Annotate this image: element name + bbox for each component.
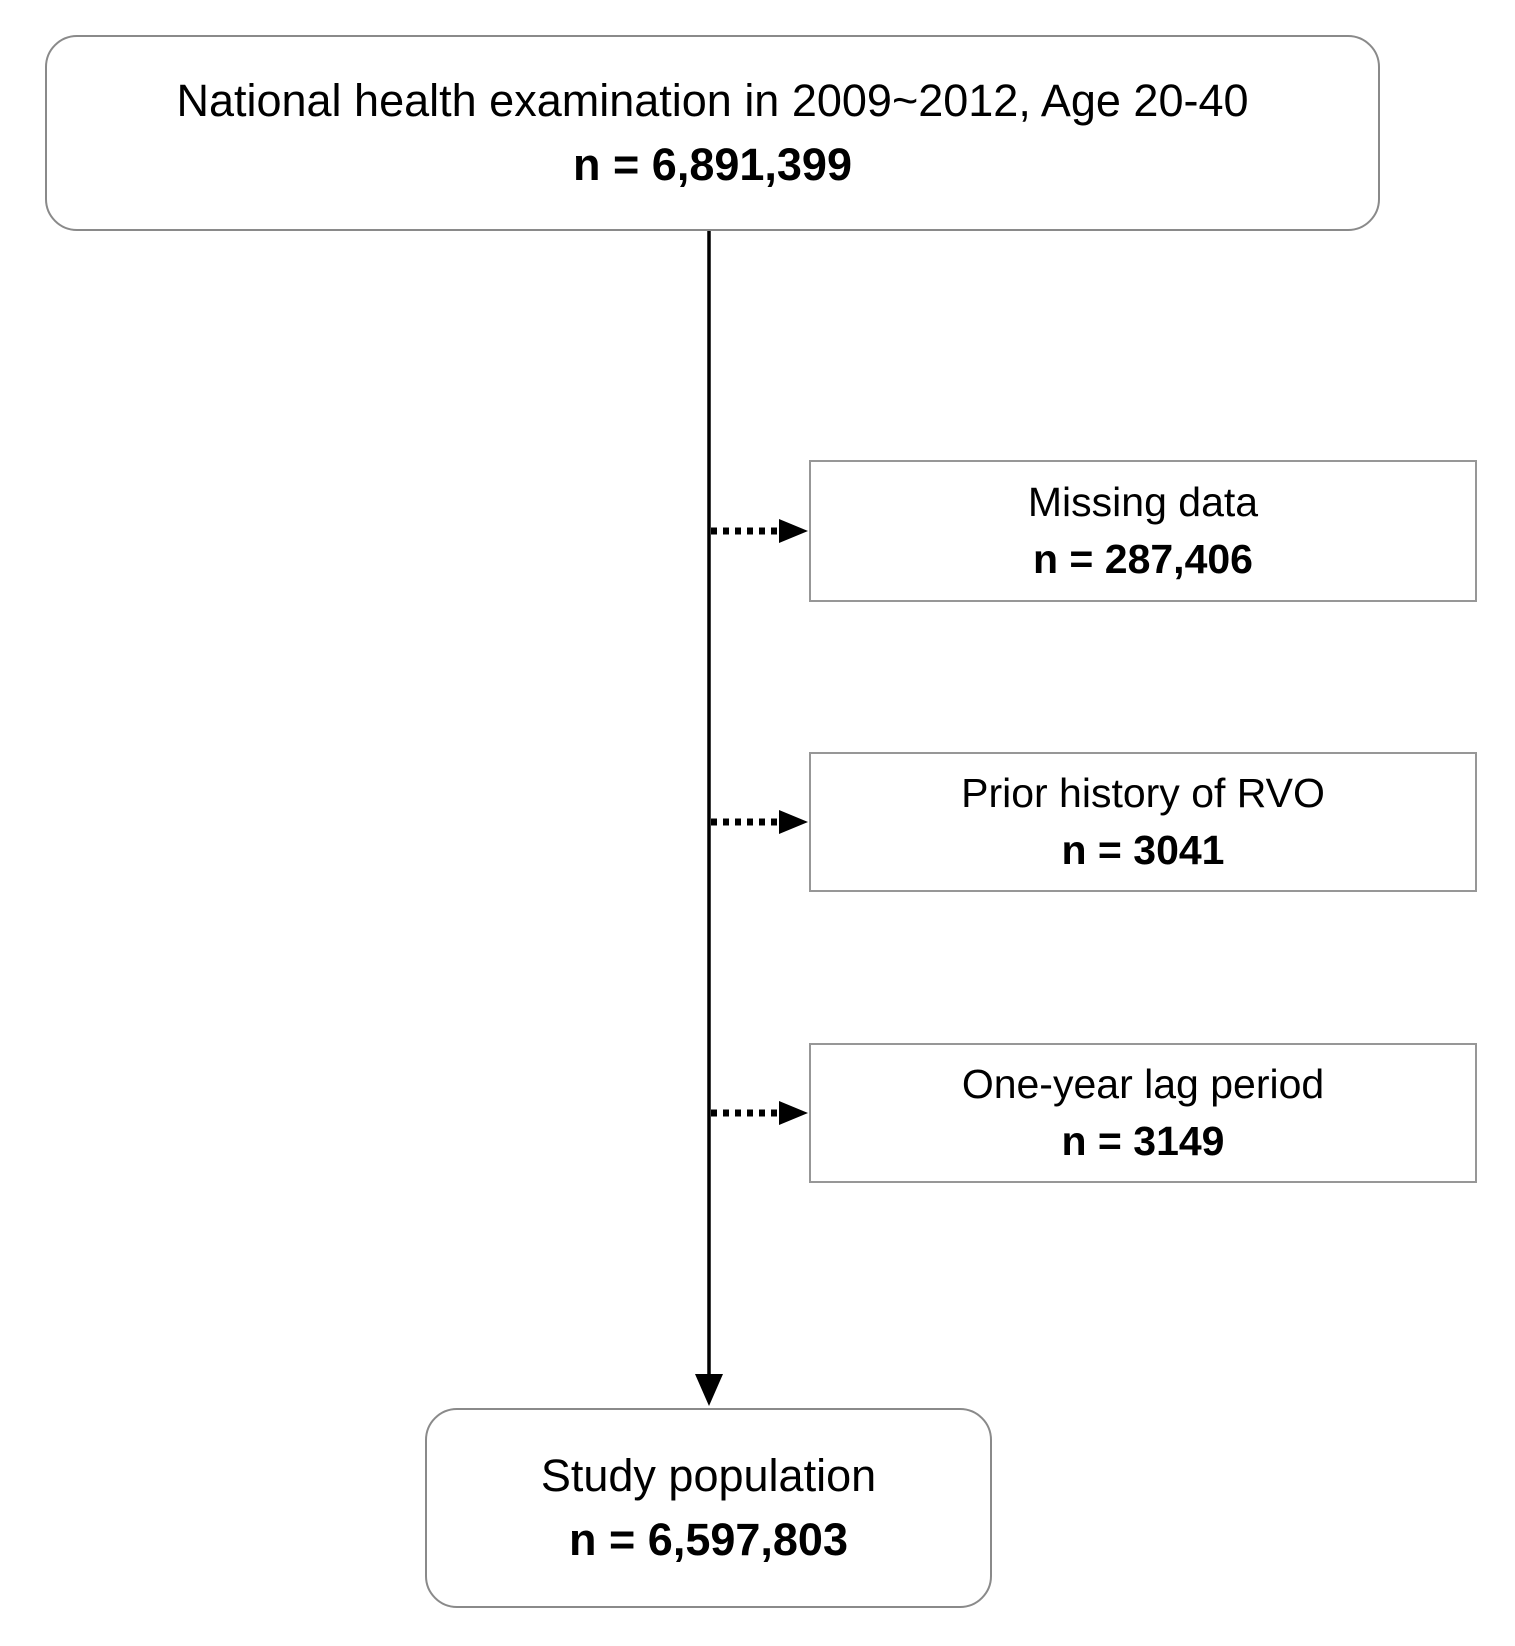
source-population-label: National health examination in 2009~2012… [176, 75, 1249, 127]
exclusion-prior-rvo-count: n = 3041 [1061, 827, 1225, 873]
exclusion-lag-period-label: One-year lag period [961, 1060, 1325, 1107]
exclusion-missing-data-count: n = 287,406 [1033, 536, 1253, 582]
exclusion-prior-rvo-label: Prior history of RVO [961, 769, 1325, 816]
source-population-count: n = 6,891,399 [573, 139, 852, 190]
exclusion-box-prior-rvo: Prior history of RVO n = 3041 [809, 752, 1477, 892]
study-population-box: Study population n = 6,597,803 [425, 1408, 992, 1608]
exclusion-arrowhead-3-icon [779, 1101, 808, 1125]
exclusion-arrowhead-2-icon [779, 810, 808, 834]
exclusion-missing-data-label: Missing data [1027, 478, 1259, 525]
exclusion-box-missing-data: Missing data n = 287,406 [809, 460, 1477, 602]
exclusion-lag-period-count: n = 3149 [1061, 1118, 1225, 1164]
study-population-count: n = 6,597,803 [569, 1514, 848, 1565]
study-population-label: Study population [540, 1450, 877, 1502]
exclusion-arrowhead-1-icon [779, 519, 808, 543]
main-flow-arrowhead-icon [695, 1374, 723, 1406]
exclusion-box-lag-period: One-year lag period n = 3149 [809, 1043, 1477, 1183]
source-population-box: National health examination in 2009~2012… [45, 35, 1380, 231]
